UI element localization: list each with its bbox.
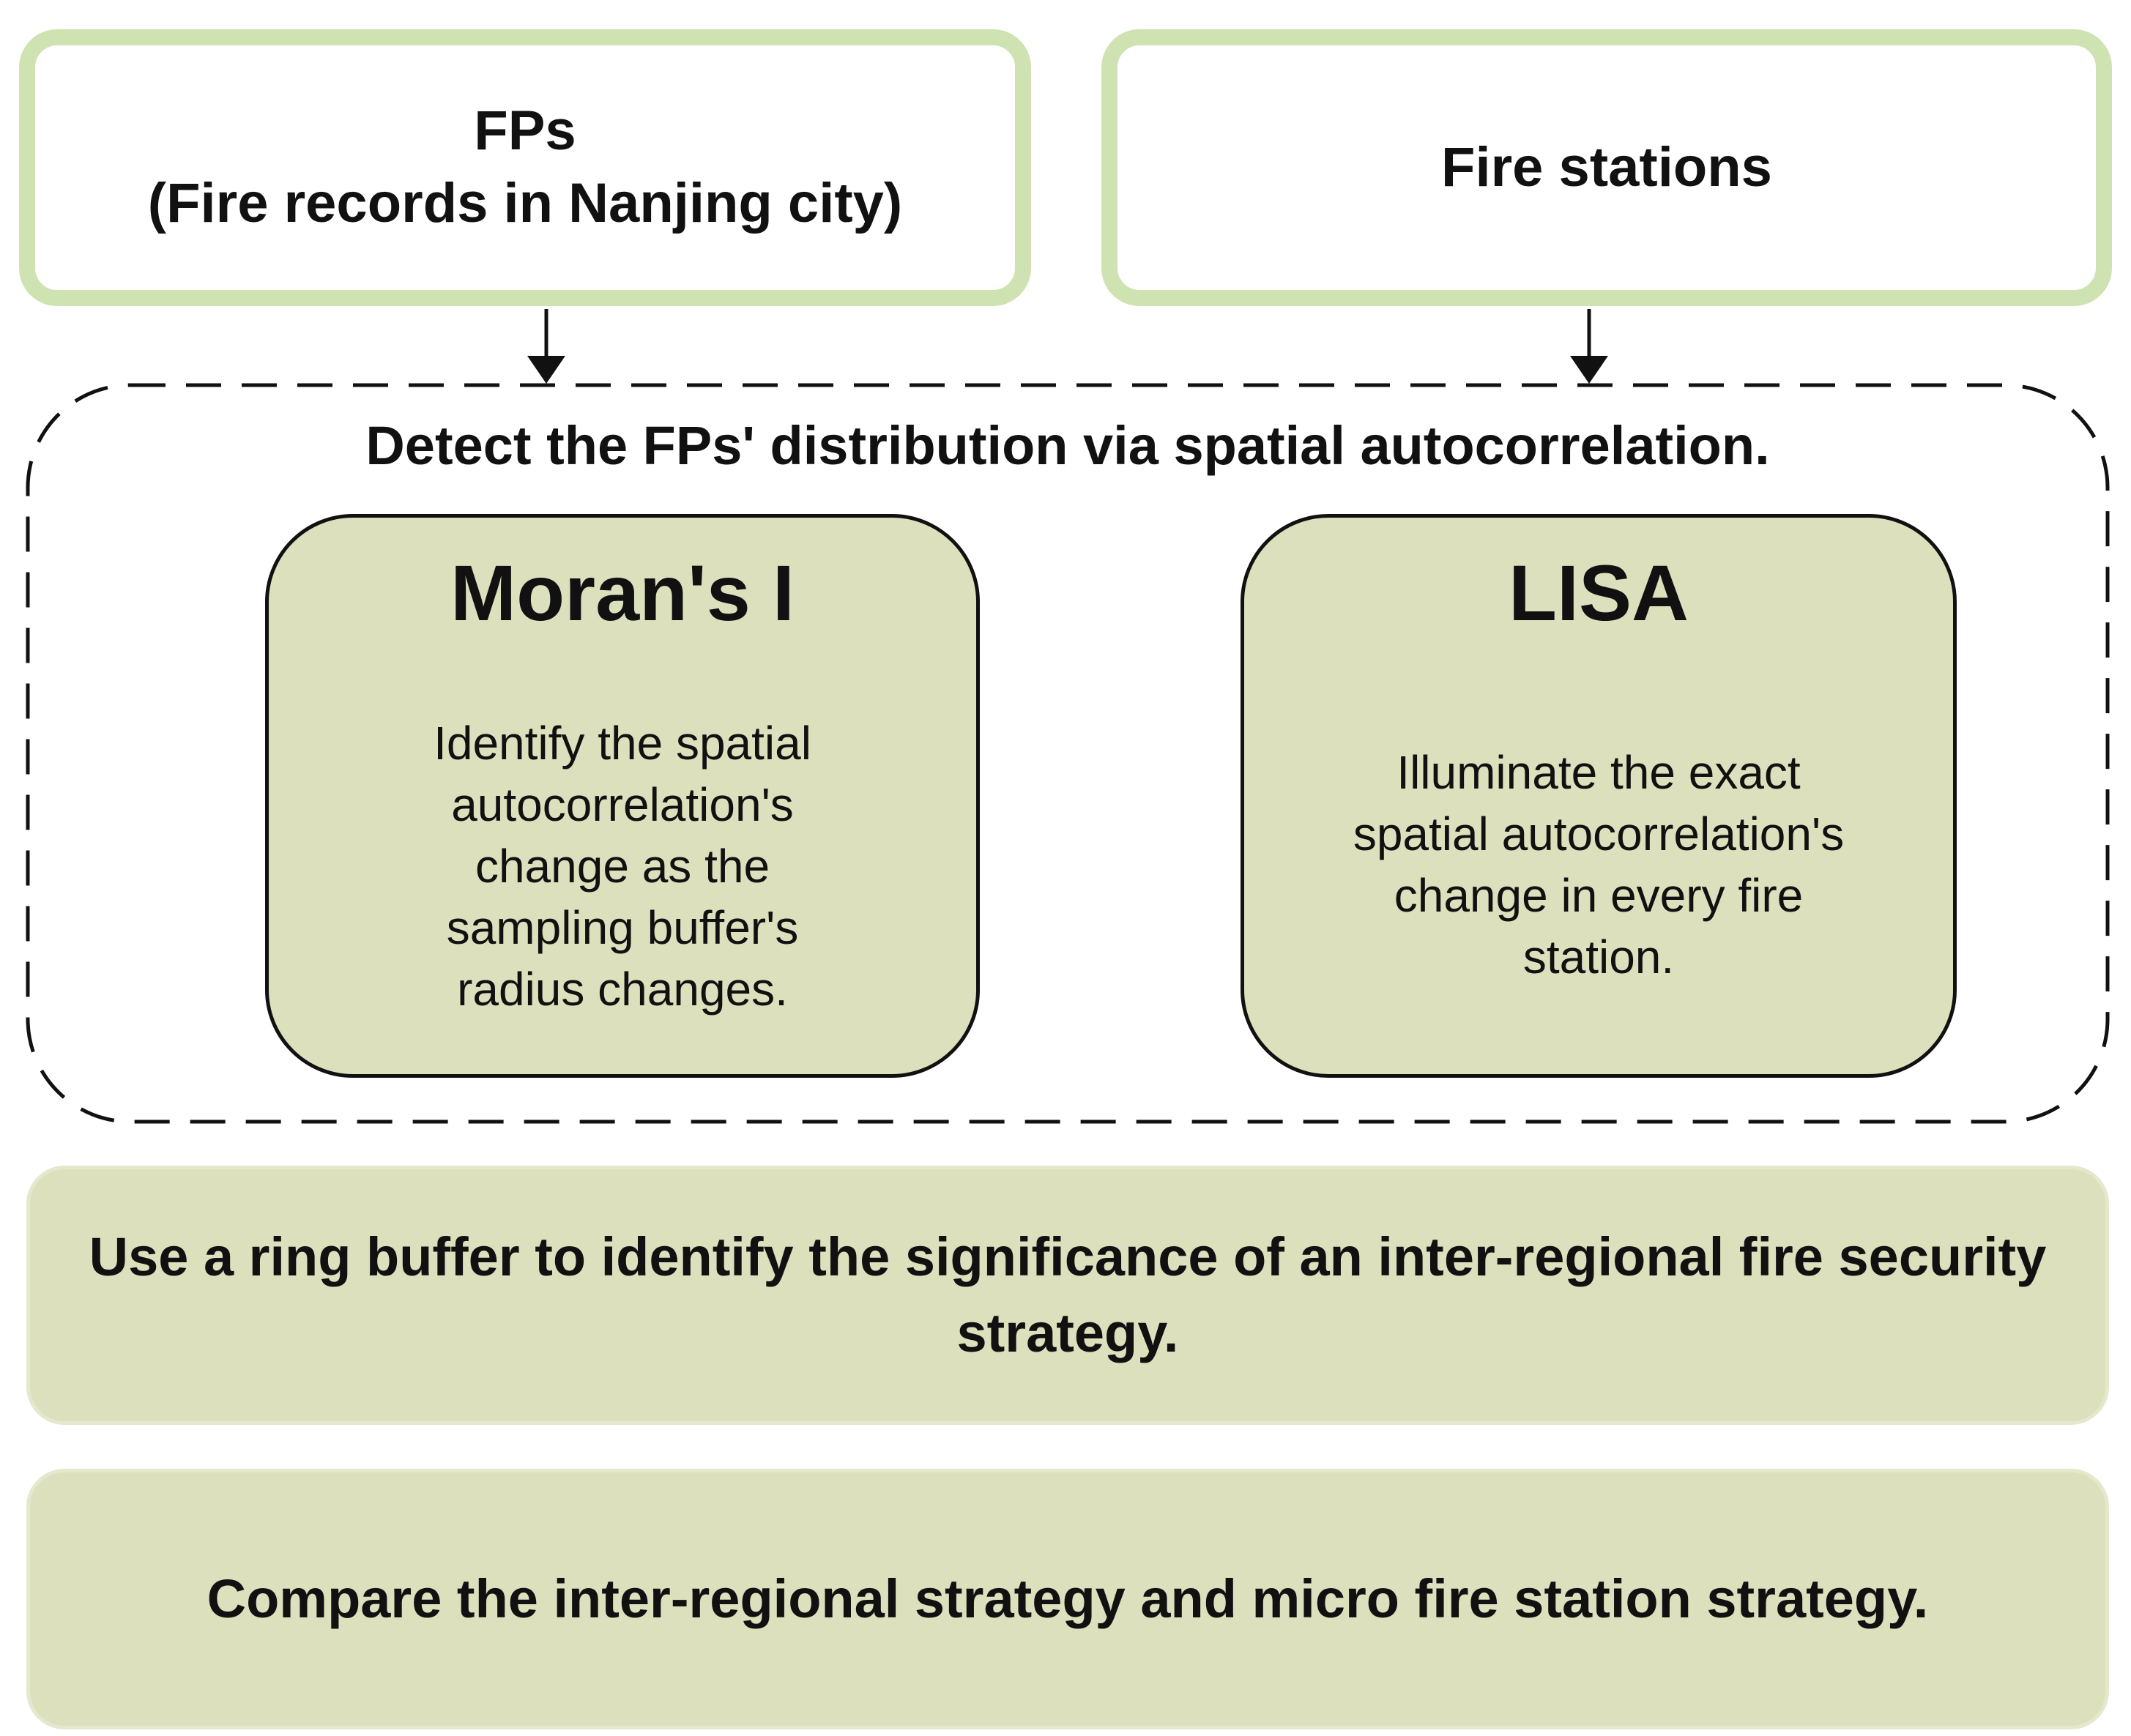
description-line: autocorrelation's <box>451 778 794 831</box>
lisa-description: Illuminate the exact spatial autocorrela… <box>1288 742 1909 988</box>
morans-i-description: Identify the spatial autocorrelation's c… <box>313 712 932 1020</box>
analysis-group-title: Detect the FPs' distribution via spatial… <box>365 415 1770 476</box>
fire-stations-input-box: Fire stations <box>1101 29 2112 306</box>
fps-title: FPs <box>474 100 576 163</box>
lisa-box: LISA Illuminate the exact spatial autoco… <box>1241 514 1957 1078</box>
fire-stations-label: Fire stations <box>1441 135 1772 198</box>
description-line: Illuminate the exact <box>1397 746 1801 799</box>
description-line: station. <box>1522 931 1675 983</box>
description-line: radius changes. <box>457 963 788 1016</box>
ring-buffer-step-box: Use a ring buffer to identify the signif… <box>26 1166 2109 1425</box>
arrow-stations-to-analysis <box>1570 309 1608 384</box>
description-line: change as the <box>475 840 770 893</box>
description-line: spatial autocorrelation's <box>1353 808 1845 860</box>
fps-input-box: FPs (Fire records in Nanjing city) <box>19 29 1031 306</box>
ring-buffer-step-text: Use a ring buffer to identify the signif… <box>89 1226 2047 1363</box>
compare-strategy-step-text: Compare the inter-regional strategy and … <box>207 1568 1929 1629</box>
description-line: change in every fire <box>1394 869 1804 922</box>
lisa-title: LISA <box>1508 548 1689 637</box>
arrow-fps-to-analysis <box>527 309 565 384</box>
fps-subtitle: (Fire records in Nanjing city) <box>147 172 903 234</box>
morans-i-title: Moran's I <box>450 548 795 637</box>
description-line: sampling buffer's <box>446 901 799 954</box>
morans-i-box: Moran's I Identify the spatial autocorre… <box>265 514 980 1078</box>
description-line: Identify the spatial <box>434 717 811 770</box>
compare-strategy-step-box: Compare the inter-regional strategy and … <box>26 1469 2109 1729</box>
analysis-group-frame <box>26 383 2110 1124</box>
